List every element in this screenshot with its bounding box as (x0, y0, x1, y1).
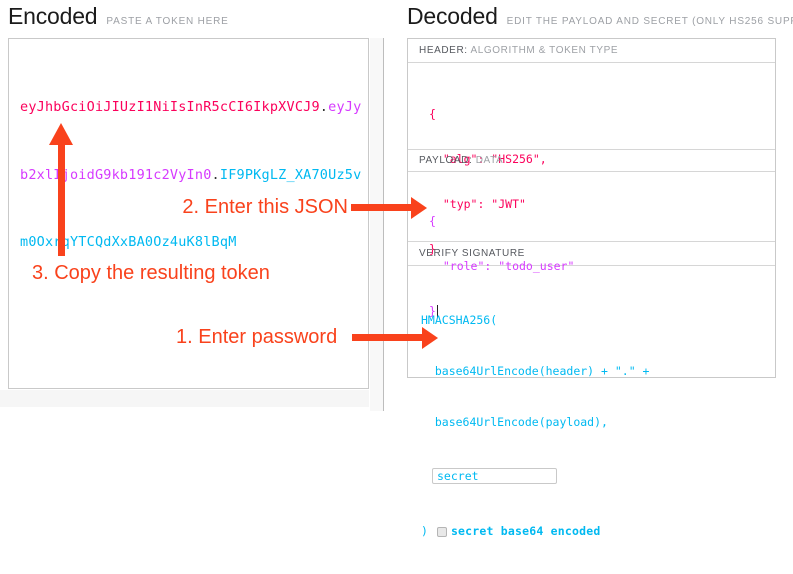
payload-section-label: PAYLOAD: DATA (408, 150, 775, 172)
header-label-light: ALGORITHM & TOKEN TYPE (467, 45, 619, 56)
right-arrow-icon (411, 196, 427, 219)
header-label-strong: HEADER: (419, 45, 468, 56)
token-payload-part: eyJy (328, 99, 362, 115)
up-arrow-icon (49, 123, 73, 145)
payload-label-light: DATA (472, 155, 504, 166)
decoded-header: Decoded EDIT THE PAYLOAD AND SECRET (ONL… (407, 3, 793, 30)
header-json-line: { (429, 107, 436, 121)
token-line-2: b2xlIjoidG9kb191c2VyIn0.IF9PKgLZ_XA70Uz5… (20, 164, 368, 187)
token-signature-part: m0OxrqYTCQdXxBA0Oz4uK8lBqM (20, 234, 237, 250)
decoded-title: Decoded (407, 3, 498, 29)
text-cursor (436, 305, 439, 318)
decoded-subtitle: EDIT THE PAYLOAD AND SECRET (ONLY HS256 … (506, 16, 793, 27)
encoded-header: Encoded PASTE A TOKEN HERE (8, 3, 229, 30)
jwt-token-text: eyJhbGciOiJIUzI1NiIsInR5cCI6IkpXVCJ9.eyJ… (9, 39, 368, 299)
header-json-line: "alg": "HS256", (429, 152, 547, 166)
annotation-step1: 1. Enter password (176, 326, 338, 348)
signature-code-line: base64UrlEncode(header) + "." + (421, 364, 650, 378)
step2-arrow-shaft (351, 204, 412, 211)
signature-code-block: HMACSHA256( base64UrlEncode(header) + ".… (408, 266, 775, 538)
verify-signature-label: VERIFY SIGNATURE (408, 242, 775, 266)
secret-input[interactable] (432, 468, 557, 484)
encoded-bottom-band (0, 390, 369, 407)
decoded-panel: HEADER: ALGORITHM & TOKEN TYPE { "alg": … (407, 38, 776, 538)
payload-json-line: { (429, 214, 436, 228)
header-section-label: HEADER: ALGORITHM & TOKEN TYPE (408, 39, 775, 63)
right-arrow-icon (422, 326, 438, 349)
verify-label: VERIFY SIGNATURE (419, 248, 525, 259)
annotation-step3: 3. Copy the resulting token (32, 262, 270, 284)
base64-encoded-checkbox[interactable] (436, 526, 447, 537)
encoded-title: Encoded (8, 3, 98, 29)
signature-close-paren: ) (421, 524, 428, 538)
token-line-3: m0OxrqYTCQdXxBA0Oz4uK8lBqM (20, 231, 368, 254)
step1-arrow-shaft (352, 334, 423, 341)
token-payload-part: b2xlIjoidG9kb191c2VyIn0 (20, 166, 212, 183)
signature-code-line: base64UrlEncode(payload), (421, 415, 608, 429)
encoded-scrollbar-track[interactable] (370, 38, 384, 411)
signature-code-line: HMACSHA256( (421, 313, 498, 327)
token-signature-part: IF9PKgLZ_XA70Uz5v (219, 166, 362, 183)
token-line-1: eyJhbGciOiJIUzI1NiIsInR5cCI6IkpXVCJ9.eyJ… (20, 96, 368, 119)
token-dot-1: . (319, 99, 329, 115)
base64-checkbox-label[interactable]: secret base64 encoded (450, 524, 601, 538)
token-header-part: eyJhbGciOiJIUzI1NiIsInR5cCI6IkpXVCJ9 (20, 99, 320, 115)
payload-json-line: "role": "todo_user" (429, 259, 575, 273)
annotation-step2: 2. Enter this JSON (182, 196, 348, 218)
payload-label-strong: PAYLOAD: (419, 155, 473, 166)
header-json-line: } (429, 242, 436, 256)
payload-json-close-brace: } (429, 304, 436, 318)
token-dot-2: . (211, 166, 220, 183)
encoded-token-textarea[interactable]: eyJhbGciOiJIUzI1NiIsInR5cCI6IkpXVCJ9.eyJ… (8, 38, 369, 389)
header-json-editor[interactable]: { "alg": "HS256", "typ": "JWT" } (408, 63, 775, 256)
payload-json-editor[interactable]: { "role": "todo_user" } (408, 172, 775, 318)
header-json-line: "typ": "JWT" (429, 197, 526, 211)
up-arrow-shaft (58, 144, 65, 256)
encoded-subtitle: PASTE A TOKEN HERE (106, 16, 229, 27)
signature-last-line: ) secret base64 encoded (421, 523, 775, 540)
payload-json-line: } (429, 304, 775, 319)
